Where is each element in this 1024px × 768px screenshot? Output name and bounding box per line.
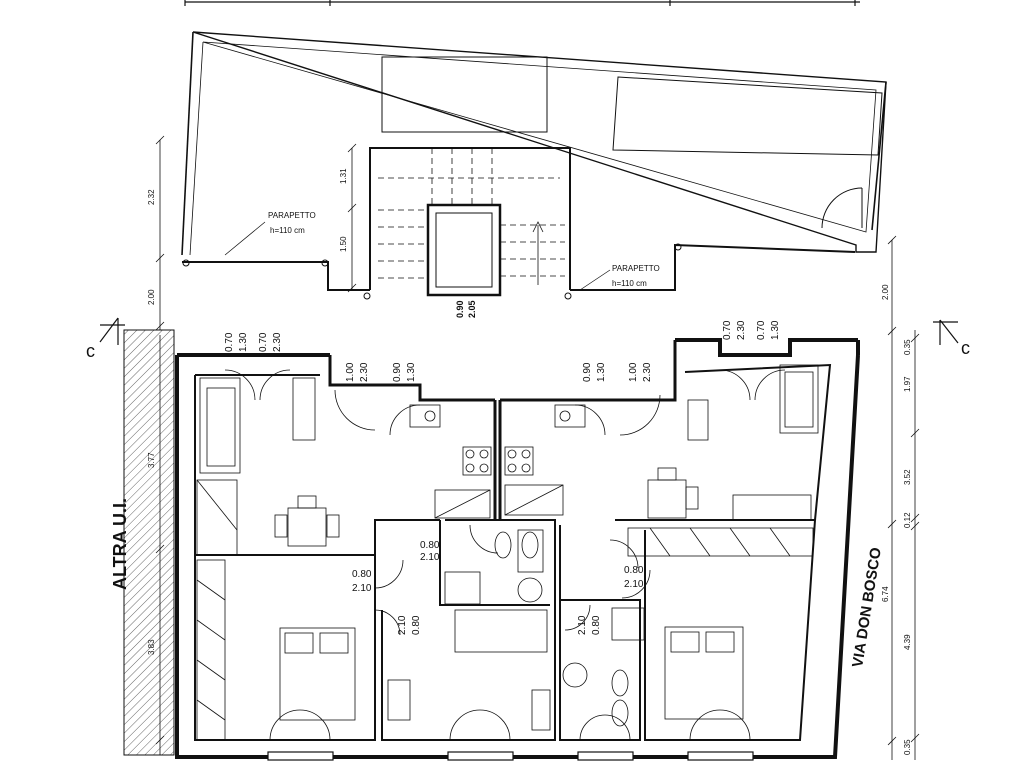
svg-text:0.70: 0.70: [224, 332, 235, 352]
svg-text:3.77: 3.77: [147, 452, 156, 468]
svg-text:1.30: 1.30: [238, 332, 249, 352]
svg-text:2.30: 2.30: [736, 320, 747, 340]
svg-text:2.30: 2.30: [642, 362, 653, 382]
right-dims: 2.00 0.35 1.97 3.52 0.12 6.74 4.39 0.35: [881, 284, 912, 755]
svg-text:6.74: 6.74: [881, 586, 890, 602]
door-swings: [224, 369, 786, 741]
svg-text:2.00: 2.00: [881, 284, 890, 300]
svg-text:1.00: 1.00: [345, 362, 356, 382]
svg-text:0.70: 0.70: [258, 332, 269, 352]
parapet-label-left: PARAPETTO h=110 cm: [268, 211, 316, 235]
svg-text:0.35: 0.35: [903, 339, 912, 355]
svg-text:1.30: 1.30: [596, 362, 607, 382]
svg-text:0.90: 0.90: [455, 300, 465, 318]
svg-text:1.50: 1.50: [339, 236, 348, 252]
svg-text:2.05: 2.05: [467, 300, 477, 318]
street-label: VIA DON BOSCO: [849, 546, 885, 669]
svg-text:0.70: 0.70: [722, 320, 733, 340]
furniture: [196, 364, 819, 741]
section-marker-left: [99, 317, 125, 345]
stair-dims: 1.31 1.50: [339, 168, 348, 252]
svg-text:h=110 cm: h=110 cm: [612, 279, 647, 288]
elevator-dims: 0.90 2.05: [455, 300, 477, 318]
svg-text:0.35: 0.35: [903, 739, 912, 755]
svg-text:0.70: 0.70: [756, 320, 767, 340]
door-dims: 0.80 2.10 0.80 2.10 0.80 2.10 0.80 2.10 …: [352, 540, 644, 635]
svg-text:1.30: 1.30: [406, 362, 417, 382]
svg-text:2.10: 2.10: [624, 579, 644, 590]
neighbor-wall-hatch: [123, 329, 175, 756]
svg-text:0.90: 0.90: [392, 362, 403, 382]
bottom-windows: [267, 751, 754, 761]
svg-text:4.39: 4.39: [903, 634, 912, 650]
svg-text:2.30: 2.30: [359, 362, 370, 382]
svg-text:0.80: 0.80: [591, 615, 602, 635]
svg-text:2.10: 2.10: [577, 615, 588, 635]
dimension-lines: [155, 135, 920, 760]
apartment-walls: [175, 338, 860, 759]
neighbor-unit-label: ALTRA U.I.: [110, 498, 130, 590]
svg-text:PARAPETTO: PARAPETTO: [268, 211, 316, 220]
svg-text:0.80: 0.80: [352, 569, 372, 580]
svg-text:0.80: 0.80: [411, 615, 422, 635]
svg-text:2.00: 2.00: [147, 289, 156, 305]
svg-text:1.97: 1.97: [903, 376, 912, 392]
terrace-outline: [181, 31, 887, 256]
svg-text:2.30: 2.30: [272, 332, 283, 352]
svg-text:0.12: 0.12: [903, 512, 912, 528]
svg-text:1.31: 1.31: [339, 168, 348, 184]
svg-text:0.80: 0.80: [624, 565, 644, 576]
svg-text:2.10: 2.10: [397, 615, 408, 635]
svg-text:0.80: 0.80: [420, 540, 440, 551]
svg-text:PARAPETTO: PARAPETTO: [612, 264, 660, 273]
section-marker-right: [933, 319, 959, 345]
top-border: [184, 0, 860, 6]
svg-text:2.32: 2.32: [147, 189, 156, 205]
svg-text:0.90: 0.90: [582, 362, 593, 382]
stairwell: [369, 147, 571, 297]
svg-text:3.52: 3.52: [903, 469, 912, 485]
svg-text:1.00: 1.00: [628, 362, 639, 382]
svg-text:3.83: 3.83: [147, 639, 156, 655]
section-letter-left: c: [86, 341, 95, 361]
left-dims: 2.32 2.00 3.77 3.83: [147, 189, 156, 655]
opening-dims-top: 0.70 1.30 0.70 2.30 1.00 2.30 0.90 1.30 …: [224, 320, 781, 382]
svg-text:2.10: 2.10: [352, 583, 372, 594]
section-letter-right: c: [961, 338, 970, 358]
parapet-label-right: PARAPETTO h=110 cm: [612, 264, 660, 288]
parapet-lines: [182, 221, 856, 300]
svg-text:2.10: 2.10: [420, 552, 440, 563]
svg-text:1.30: 1.30: [770, 320, 781, 340]
svg-text:h=110 cm: h=110 cm: [270, 226, 305, 235]
